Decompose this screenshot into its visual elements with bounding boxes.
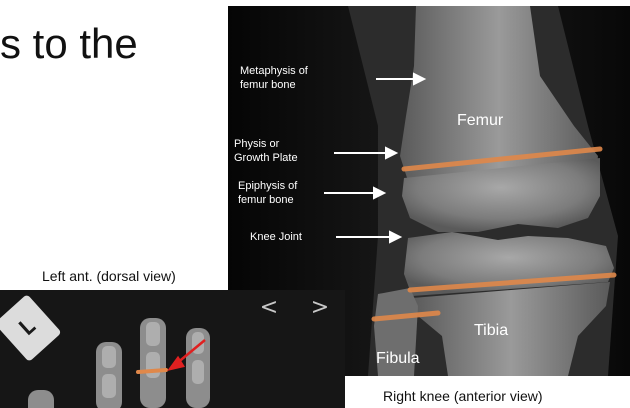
label-metaphysis-line1: Metaphysis of [240, 64, 308, 78]
hand-xray-graphic [0, 290, 345, 408]
label-metaphysis: Metaphysis of femur bone [240, 64, 308, 92]
knee-caption: Right knee (anterior view) [383, 388, 543, 404]
label-physis-line2: Growth Plate [234, 151, 298, 165]
chevron-right-icon[interactable]: > [309, 296, 331, 320]
label-physis: Physis or Growth Plate [234, 137, 298, 165]
label-epiphysis: Epiphysis of femur bone [238, 179, 297, 207]
label-tibia: Tibia [474, 322, 508, 340]
label-metaphysis-line2: femur bone [240, 78, 308, 92]
hand-caption: Left ant. (dorsal view) [42, 268, 176, 284]
label-epiphysis-line2: femur bone [238, 193, 297, 207]
slide-title: s to the [0, 20, 138, 68]
label-femur: Femur [457, 112, 503, 130]
label-knee-joint: Knee Joint [250, 230, 302, 244]
chevron-left-icon[interactable]: < [258, 296, 280, 320]
label-fibula: Fibula [376, 350, 420, 368]
label-physis-line1: Physis or [234, 137, 298, 151]
label-epiphysis-line1: Epiphysis of [238, 179, 297, 193]
hand-xray-image: L < > [0, 290, 345, 408]
